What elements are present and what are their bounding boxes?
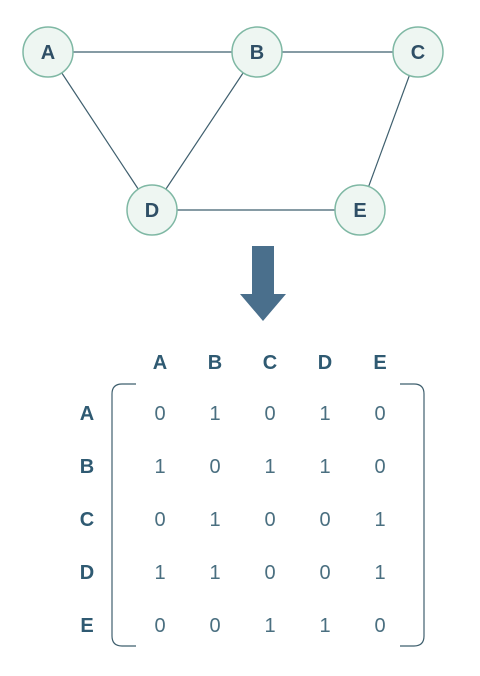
column-header-c: C [262, 352, 278, 374]
node-circle [334, 184, 386, 236]
graph-diagram: A B C D E [22, 26, 444, 236]
node-circle [231, 26, 283, 78]
matrix-cell: 1 [209, 509, 221, 531]
graph-edges [47, 51, 419, 211]
matrix-cell: 0 [374, 456, 386, 478]
node-c: C [392, 26, 444, 78]
node-label: A [41, 42, 55, 64]
node-d: D [126, 184, 178, 236]
right-bracket [400, 383, 425, 647]
column-header-d: D [317, 352, 333, 374]
left-bracket [111, 383, 136, 647]
matrix-cell: 0 [264, 403, 276, 425]
column-header-b: B [207, 352, 223, 374]
edge-a-d [47, 51, 153, 211]
matrix-cell: 1 [209, 403, 221, 425]
matrix-cell: 1 [154, 562, 166, 584]
graph-nodes: A B C D E [22, 26, 444, 236]
matrix-cell: 1 [319, 456, 331, 478]
edge-c-e [359, 51, 419, 211]
node-b: B [231, 26, 283, 78]
node-circle [126, 184, 178, 236]
row-header-e: E [80, 615, 94, 637]
matrix-cell: 0 [264, 562, 276, 584]
matrix-cell: 1 [374, 562, 386, 584]
down-arrow-icon [240, 246, 286, 321]
node-label: D [145, 200, 159, 222]
matrix-cell: 1 [374, 509, 386, 531]
node-label: B [250, 42, 264, 64]
row-header-b: B [79, 456, 95, 478]
matrix-cell: 0 [319, 562, 331, 584]
matrix-cell: 0 [209, 456, 221, 478]
row-header-c: C [79, 509, 95, 531]
row-header-a: A [79, 403, 95, 425]
matrix-cell: 0 [374, 615, 386, 637]
matrix-cell: 1 [319, 615, 331, 637]
matrix-cell: 0 [154, 403, 166, 425]
matrix-cell: 0 [319, 509, 331, 531]
column-header-e: E [373, 352, 387, 374]
row-header-d: D [79, 562, 95, 584]
node-circle [22, 26, 74, 78]
matrix-cell: 0 [374, 403, 386, 425]
matrix-cell: 0 [154, 509, 166, 531]
matrix-cell: 0 [154, 615, 166, 637]
matrix-cell: 0 [209, 615, 221, 637]
node-e: E [334, 184, 386, 236]
matrix-cell: 1 [209, 562, 221, 584]
node-a: A [22, 26, 74, 78]
matrix-cell: 1 [264, 615, 276, 637]
matrix-cell: 0 [264, 509, 276, 531]
node-circle [392, 26, 444, 78]
node-label: C [411, 42, 425, 64]
node-label: E [353, 200, 366, 222]
column-header-a: A [152, 352, 168, 374]
matrix-cell: 1 [319, 403, 331, 425]
matrix-cell: 1 [154, 456, 166, 478]
matrix-cell: 1 [264, 456, 276, 478]
edge-b-d [151, 51, 258, 211]
